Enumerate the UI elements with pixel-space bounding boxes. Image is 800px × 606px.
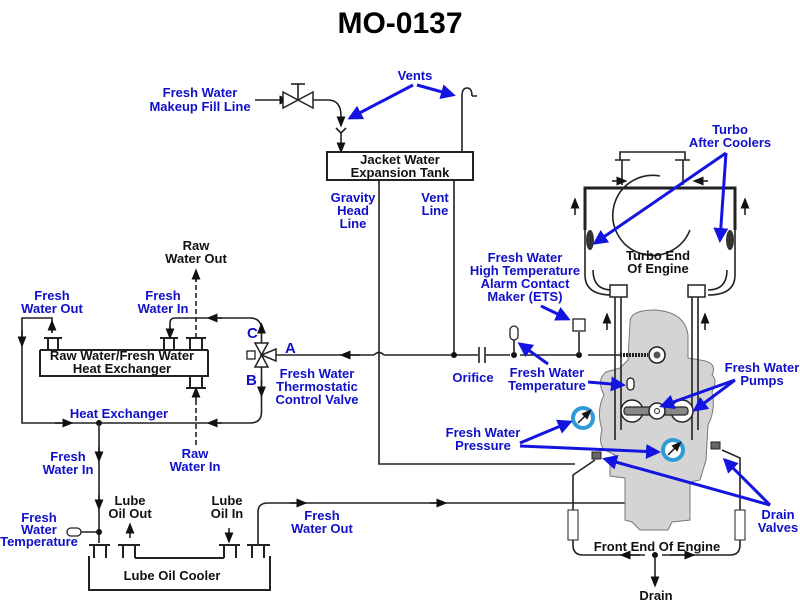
engine-body (598, 309, 716, 531)
drain-valve-icon (710, 441, 721, 450)
vent-cap-icon (461, 87, 477, 152)
drain-label: Drain (639, 588, 672, 603)
fill-valve-icon (282, 83, 314, 110)
diagram-title: MO-0137 (337, 7, 462, 40)
heat-exchanger-line-label: Heat Exchanger (70, 406, 168, 421)
expansion-tank: Jacket Water Expansion Tank (326, 151, 474, 181)
vent-funnel-icon (335, 127, 347, 135)
ets-switch-icon (572, 318, 586, 355)
svg-text:Heat Exchanger: Heat Exchanger (73, 361, 171, 376)
svg-text:Turbo End: Turbo End (626, 248, 690, 263)
heat-exchanger: Raw Water/Fresh Water Heat Exchanger (39, 337, 209, 389)
sight-glass-icon (567, 509, 579, 541)
fresh-water-pumps-icon (620, 399, 694, 423)
port-c-label: C (247, 325, 258, 342)
engine-temperature-sensor-icon (626, 377, 635, 391)
svg-text:Jacket Water: Jacket Water (360, 152, 440, 167)
port-a-label: A (285, 340, 296, 357)
temperature-sensor-icon (509, 325, 519, 355)
turbo-end-of-engine: Turbo End Of Engine (570, 151, 750, 298)
makeup-fill-line (255, 83, 347, 154)
drain-valve-icon (591, 451, 602, 460)
svg-text:Raw Water/Fresh Water: Raw Water/Fresh Water (50, 348, 194, 363)
pressure-gauge-icon (571, 406, 595, 430)
orifice-label: Orifice (452, 370, 493, 385)
svg-text:Lube Oil Cooler: Lube Oil Cooler (124, 568, 221, 583)
thermostatic-valve-icon (246, 342, 277, 368)
orifice-icon (478, 347, 486, 363)
lube-oil-cooler: Lube Oil Cooler (88, 544, 271, 591)
svg-text:Of Engine: Of Engine (627, 261, 688, 276)
front-end-label: Front End Of Engine (594, 539, 720, 554)
port-b-label: B (246, 372, 257, 389)
pressure-gauge-icon (661, 438, 685, 462)
svg-text:Expansion Tank: Expansion Tank (351, 165, 450, 180)
cooler-temperature-sensor-icon (66, 527, 99, 537)
vents-label: Vents (398, 68, 433, 83)
pipe-crossover (373, 351, 385, 356)
sight-glass-icon (734, 509, 746, 541)
